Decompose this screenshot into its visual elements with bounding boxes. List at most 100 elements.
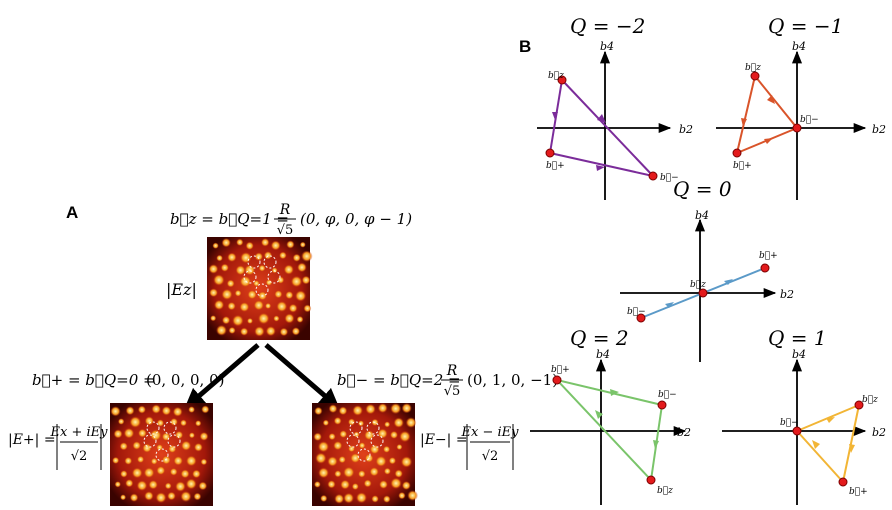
field-spot [388, 456, 397, 465]
field-spot [174, 430, 184, 440]
plot-title: Q = 2 [570, 326, 629, 350]
field-spot [405, 417, 417, 428]
field-spot [364, 430, 375, 441]
triangle-edge [556, 379, 663, 406]
field-spot [144, 416, 154, 426]
field-spot [132, 441, 142, 450]
direction-arrow [826, 417, 835, 423]
direction-arrow [653, 440, 659, 449]
field-spot [254, 326, 265, 337]
field-spot [156, 465, 166, 476]
field-spot [247, 289, 257, 300]
plot-title: Q = −2 [570, 14, 645, 38]
top-equation: b⃗z = b⃗Q=1 = R √5 (0, φ, 0, φ − 1) [170, 202, 412, 238]
field-spot [369, 466, 380, 477]
field-spot [253, 299, 265, 311]
point-label: b⃗+ [733, 161, 752, 171]
point-marker [750, 71, 760, 81]
field-spot [199, 431, 209, 441]
field-spot [125, 406, 135, 416]
field-spot [228, 326, 236, 334]
field-spot [209, 288, 219, 298]
field-spot [265, 279, 273, 286]
field-spot [322, 419, 330, 426]
vortex-marker [255, 283, 269, 297]
field-spot [180, 490, 192, 503]
plot-q-1: Q = 1 b2 b4 b⃗− b⃗z b⃗+ [722, 326, 886, 505]
field-spot [327, 480, 336, 489]
field-spot [271, 267, 278, 274]
field-spot [244, 264, 256, 276]
field-spot [216, 254, 224, 262]
field-spot [371, 495, 379, 503]
field-spot [407, 490, 418, 501]
triangle-edge [796, 430, 844, 483]
field-spot [401, 403, 412, 414]
field-spot [398, 491, 406, 500]
field-spot [297, 262, 307, 273]
field-spot [156, 419, 165, 427]
axis-label-v: b4 [695, 209, 709, 222]
point-marker [792, 426, 802, 436]
field-spot [343, 466, 355, 479]
field-spot [355, 492, 368, 504]
field-spot [292, 253, 301, 262]
field-spot [226, 279, 235, 288]
field-spot [185, 478, 197, 490]
point-marker [760, 263, 770, 273]
field-spot [328, 432, 336, 441]
field-spot [301, 275, 311, 285]
field-spot [290, 275, 303, 288]
field-spot [117, 418, 125, 425]
field-spot [195, 420, 202, 427]
field-spot [343, 492, 355, 504]
field-spot [257, 312, 270, 325]
field-spot [123, 427, 135, 439]
field-spot [353, 431, 360, 438]
triangle-edge [561, 79, 654, 177]
field-spot [143, 467, 155, 479]
vortex-marker [155, 448, 169, 462]
field-label-ez: |Ez| [166, 280, 197, 299]
field-spot [227, 301, 236, 311]
direction-arrow [849, 444, 855, 453]
field-spot [112, 456, 120, 464]
field-image-eplus [110, 403, 213, 506]
point-marker [646, 475, 656, 485]
point-label: b⃗+ [759, 251, 778, 261]
field-spot [175, 481, 186, 492]
axis-label-h: b2 [780, 288, 794, 301]
field-spot [142, 443, 152, 453]
field-spot [363, 479, 372, 488]
field-spot [270, 240, 281, 251]
field-spot [313, 432, 323, 442]
field-spot [339, 430, 348, 439]
field-spot [383, 467, 391, 475]
field-spot [125, 479, 134, 488]
field-spot [394, 469, 404, 478]
field-spot [136, 480, 148, 491]
direction-arrow [812, 440, 820, 449]
field-spot [232, 314, 244, 327]
field-spot [351, 482, 359, 491]
field-spot [357, 420, 365, 427]
field-spot [347, 418, 356, 426]
plot-title: Q = −1 [768, 14, 843, 38]
field-spot [164, 482, 172, 490]
point-marker [545, 148, 555, 158]
field-spot [258, 264, 266, 272]
point-marker [698, 288, 708, 298]
vortex-marker [366, 421, 380, 435]
field-spot [156, 444, 164, 451]
field-spot [400, 456, 413, 468]
field-spot [296, 315, 304, 323]
point-marker [648, 171, 658, 181]
vortex-marker [263, 255, 277, 269]
point-label: b⃗+ [546, 161, 565, 171]
point-label: b⃗z [745, 63, 761, 73]
arrow-to-plus [184, 343, 260, 409]
field-spot [358, 442, 366, 449]
formula-eminus-den: √2 [482, 449, 499, 464]
field-spot [264, 302, 272, 310]
field-spot [260, 238, 270, 247]
